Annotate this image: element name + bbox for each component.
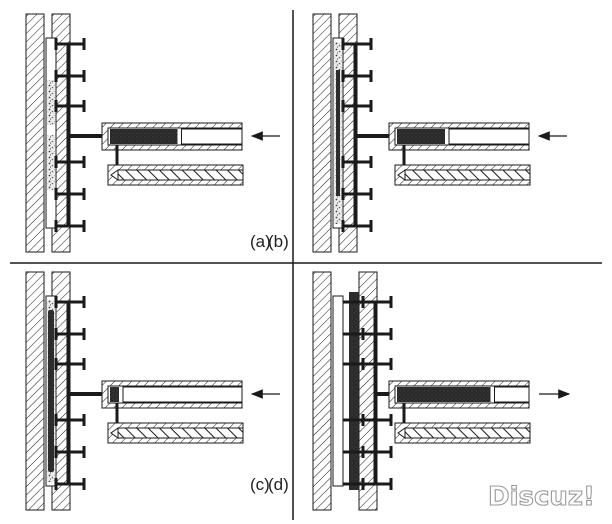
mold-cavity [332, 295, 344, 487]
screw-tip [397, 427, 406, 439]
panel-b: (b) [268, 13, 567, 253]
screw-tip [110, 427, 119, 439]
screw [117, 427, 244, 439]
panel-a: (a) [25, 13, 280, 253]
fixed-mold-plate [25, 271, 45, 511]
screw-tip [110, 169, 119, 181]
melt-core [48, 310, 54, 472]
panel-label: (c) [250, 475, 270, 494]
screw [404, 427, 531, 439]
plunger [181, 128, 243, 145]
melt-charge [397, 129, 445, 144]
mold-cavity [45, 37, 57, 229]
melt-charge [397, 387, 491, 402]
foam-fill-lower [47, 135, 55, 190]
screw [404, 169, 531, 181]
screw [117, 169, 244, 181]
melt-core [336, 70, 340, 196]
foam-fill-upper [47, 80, 55, 125]
melt-charge [110, 129, 178, 144]
watermark-logo: Discuz! [488, 482, 595, 512]
melt-charge [110, 387, 119, 402]
screw-tip [397, 169, 406, 181]
panel-label: (d) [268, 475, 289, 494]
plunger [494, 386, 530, 403]
fixed-mold-plate [312, 271, 332, 511]
panel-d: (d) [268, 271, 571, 511]
plunger [448, 128, 530, 145]
panel-label: (b) [268, 232, 289, 251]
panel-label: (a) [250, 232, 271, 251]
panel-c: (c) [25, 271, 280, 511]
molded-part [349, 292, 359, 490]
plunger [122, 386, 243, 403]
fixed-mold-plate [25, 13, 45, 253]
fixed-mold-plate [312, 13, 332, 253]
